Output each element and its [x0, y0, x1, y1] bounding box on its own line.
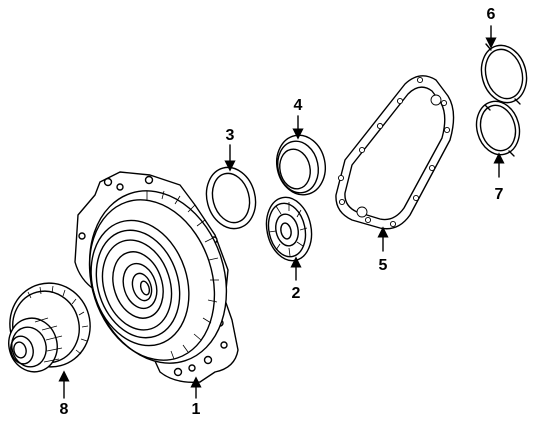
callout-6: 6 [487, 6, 496, 23]
callout-5: 5 [379, 257, 388, 274]
part-2-rotor [265, 196, 313, 281]
callout-2: 2 [292, 285, 301, 302]
part-6-seal-ring [480, 25, 528, 105]
callout-3: 3 [226, 127, 235, 144]
callout-1: 1 [192, 401, 201, 418]
part-8-gear [8, 282, 91, 399]
part-7-seal-ring [475, 100, 521, 178]
part-1-housing [74, 171, 239, 399]
part-5-gasket [335, 75, 455, 252]
callout-4: 4 [294, 97, 303, 114]
callout-7: 7 [495, 186, 504, 203]
callout-8: 8 [60, 401, 69, 418]
part-4-seal [276, 115, 326, 196]
part-3-snap-ring [205, 144, 257, 230]
